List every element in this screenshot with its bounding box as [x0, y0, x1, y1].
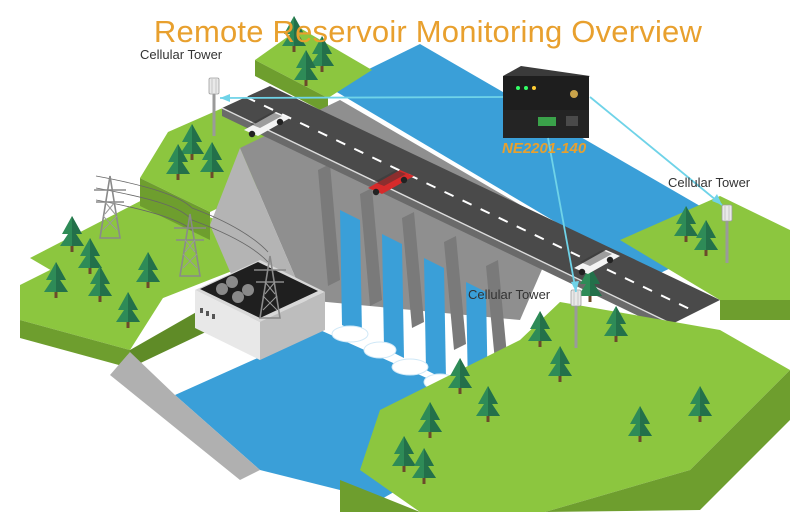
communication-links — [219, 94, 723, 293]
cellular-tower-label-left: Cellular Tower — [140, 47, 223, 62]
device-model-label: NE2201-140 — [502, 140, 587, 157]
bottom-right-landmass — [340, 302, 790, 512]
upper-reservoir-water — [330, 44, 745, 278]
power-house — [195, 260, 325, 360]
cellular-tower-label-right: Cellular Tower — [668, 175, 751, 190]
cellular-tower-label-middle: Cellular Tower — [468, 287, 551, 302]
page-title: Remote Reservoir Monitoring Overview — [153, 14, 703, 49]
ne2201-device — [503, 66, 590, 138]
